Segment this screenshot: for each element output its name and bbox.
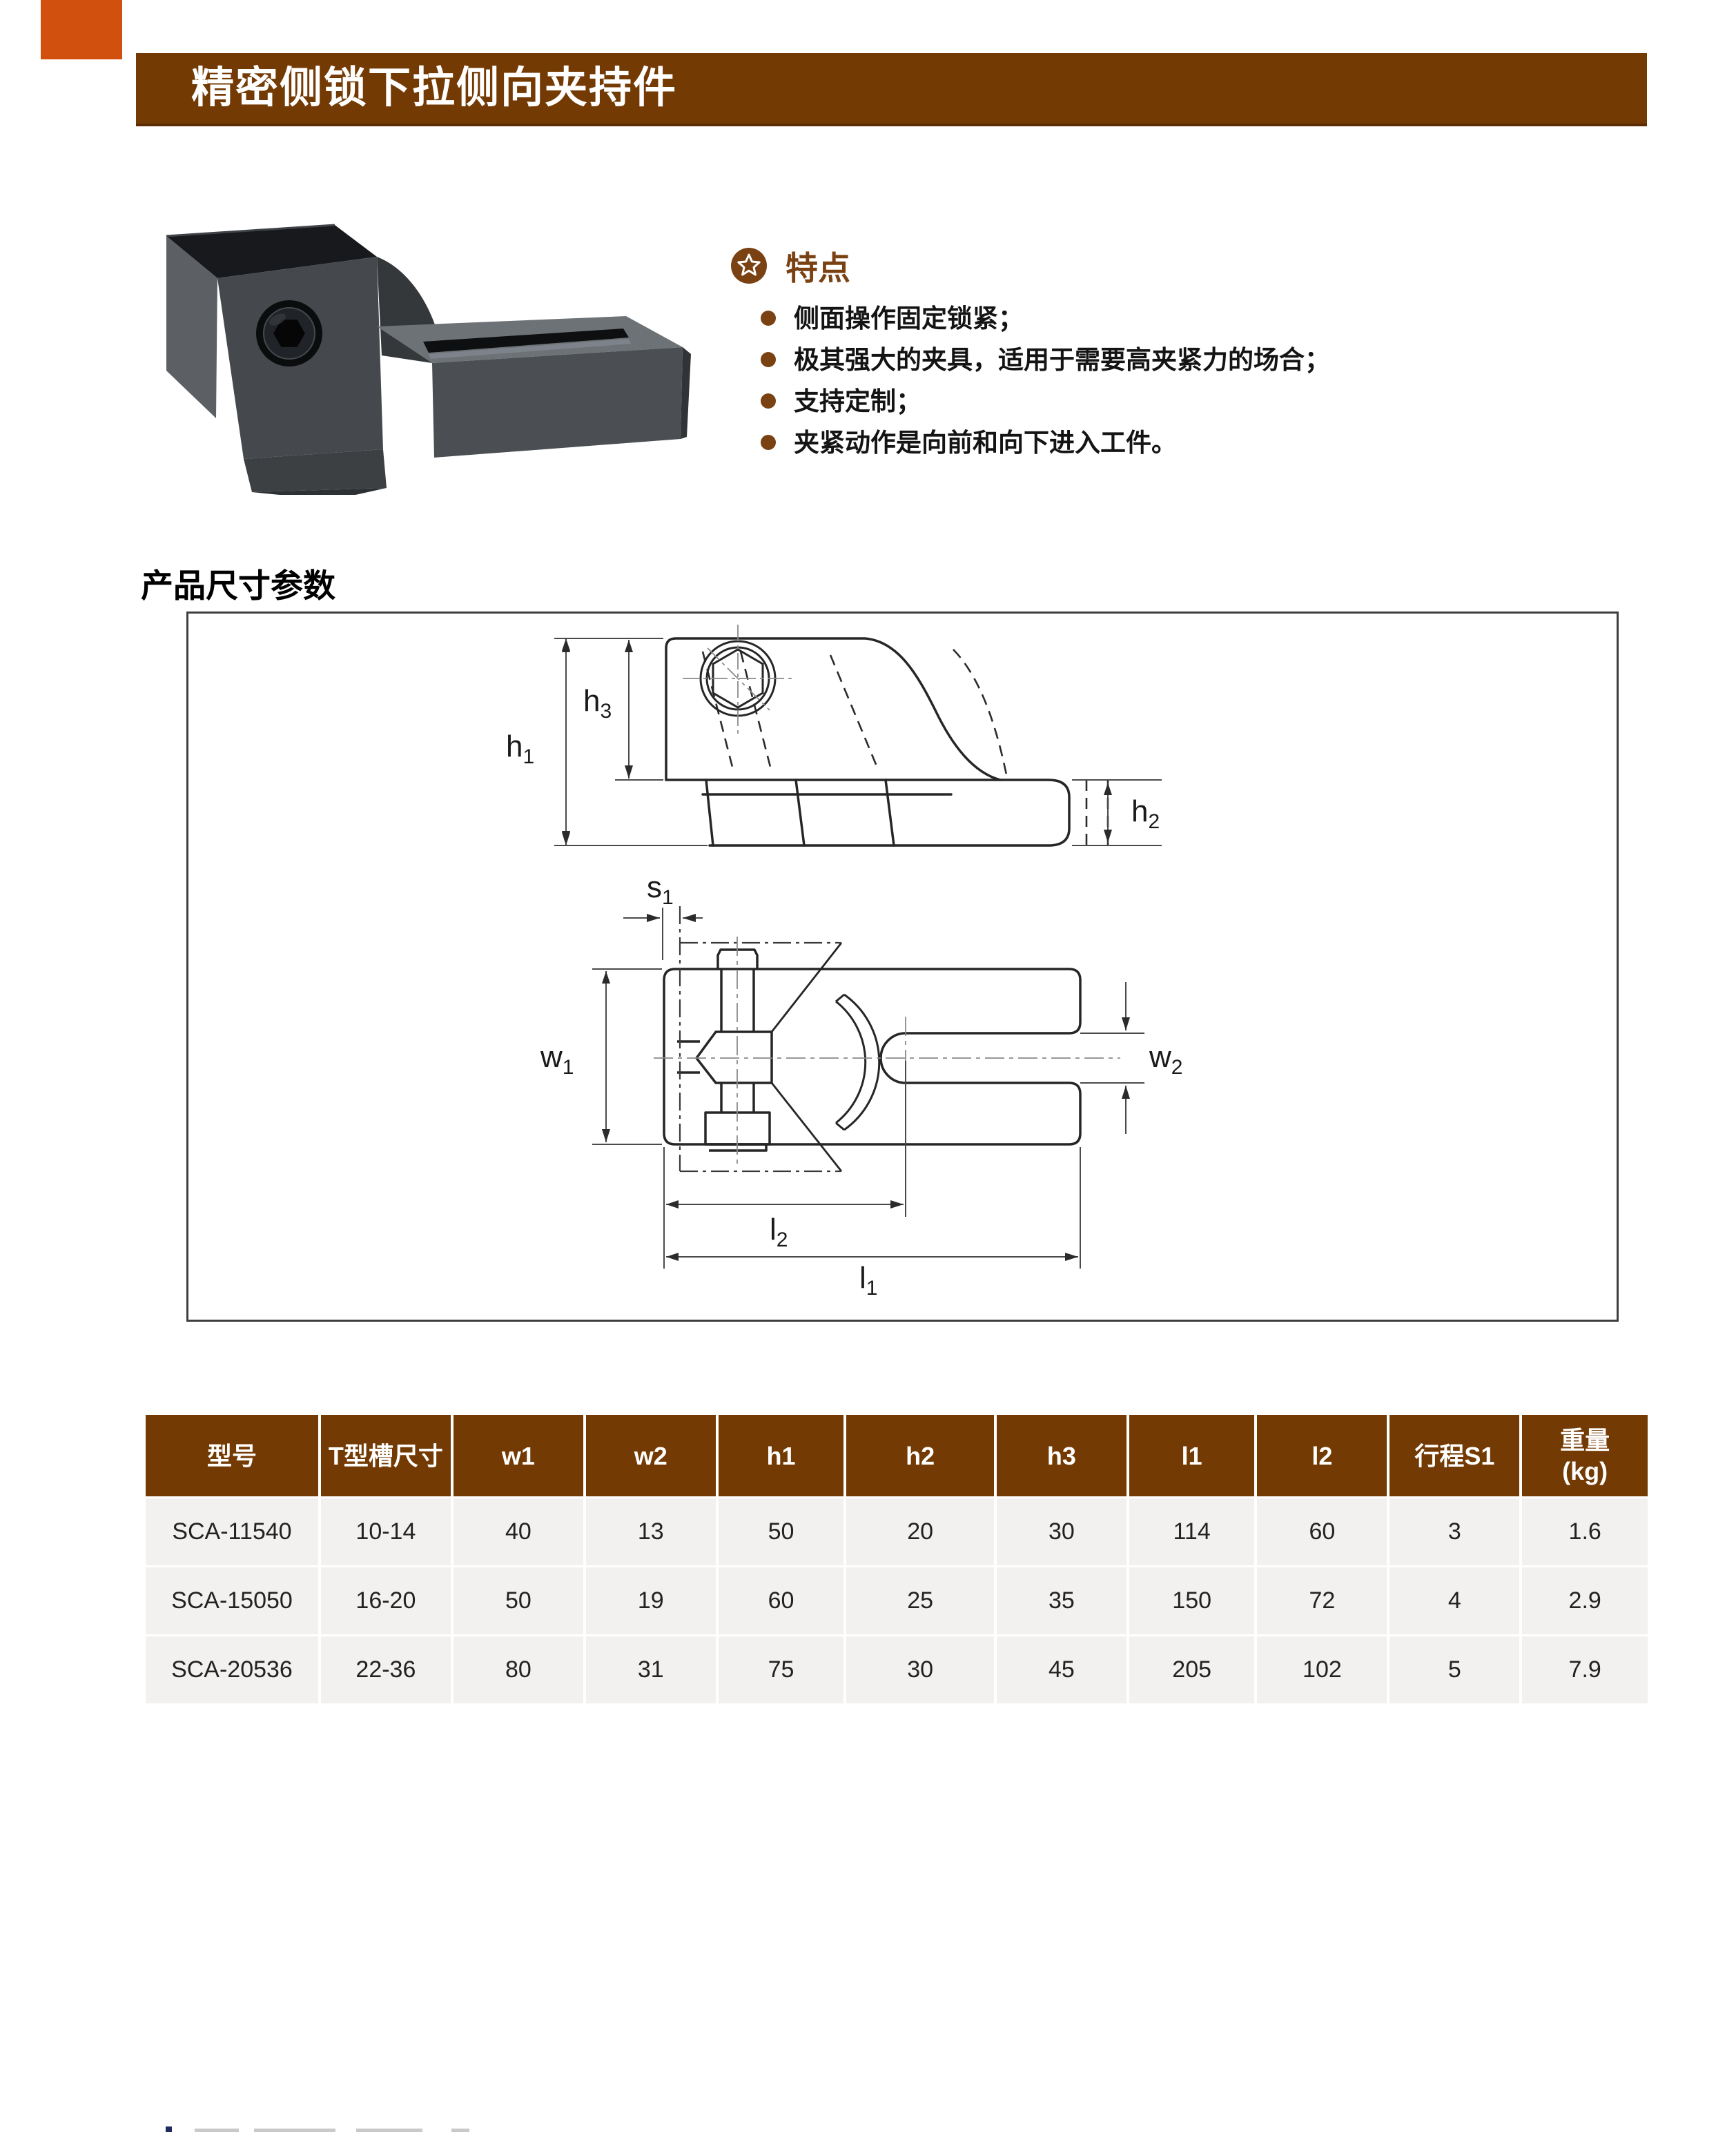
feature-item: 支持定制；	[761, 386, 1697, 418]
dim-label-h3: h3	[583, 684, 612, 723]
cell: 75	[718, 1636, 844, 1703]
cell: 16-20	[320, 1567, 451, 1634]
cell: 60	[1257, 1498, 1387, 1565]
cell: 10-14	[320, 1498, 451, 1565]
table-row: SCA-11540 10-14 40 13 50 20 30 114 60 3 …	[146, 1498, 1648, 1565]
corner-accent-square	[41, 0, 122, 59]
col-header-w1: w1	[453, 1415, 583, 1496]
dimensions-heading: 产品尺寸参数	[141, 567, 335, 604]
col-header-l1: l1	[1129, 1415, 1255, 1496]
cell: 3	[1389, 1498, 1520, 1565]
cell: 50	[453, 1567, 583, 1634]
page-title: 精密侧锁下拉侧向夹持件	[191, 64, 678, 112]
cell: 19	[585, 1567, 716, 1634]
bullet-icon	[761, 311, 776, 326]
cell: 30	[996, 1498, 1127, 1565]
dim-label-s1: s1	[647, 870, 674, 909]
cell: 22-36	[320, 1636, 451, 1703]
cell: 4	[1389, 1567, 1520, 1634]
dim-label-w1: w1	[540, 1040, 574, 1079]
bullet-icon	[761, 352, 776, 367]
cell: 20	[846, 1498, 994, 1565]
col-header-tslot: T型槽尺寸	[320, 1415, 451, 1496]
col-header-h3: h3	[996, 1415, 1127, 1496]
footer-text-remnant	[254, 2129, 335, 2132]
cell: 205	[1129, 1636, 1255, 1703]
footer-mark	[166, 2126, 172, 2132]
col-header-weight: 重量 (kg)	[1522, 1415, 1648, 1496]
dimension-drawing-box: h1 h3 h2 s1 w1 w2 l2 l1	[186, 612, 1619, 1322]
feature-text: 侧面操作固定锁紧；	[794, 304, 1024, 333]
spec-table: 型号 T型槽尺寸 w1 w2 h1 h2 h3 l1 l2 行程S1 重量 (k…	[143, 1413, 1650, 1705]
col-header-model: 型号	[146, 1415, 318, 1496]
features-header: 特点	[730, 242, 1697, 289]
cell: 1.6	[1522, 1498, 1648, 1565]
spec-table-section: 型号 T型槽尺寸 w1 w2 h1 h2 h3 l1 l2 行程S1 重量 (k…	[143, 1413, 1650, 1705]
col-header-h2: h2	[846, 1415, 994, 1496]
cell: 5	[1389, 1636, 1520, 1703]
cell: 7.9	[1522, 1636, 1648, 1703]
bullet-icon	[761, 435, 776, 450]
dim-label-h2: h2	[1131, 794, 1160, 833]
cell-model: SCA-20536	[146, 1636, 318, 1703]
cell: 25	[846, 1567, 994, 1634]
cell: 2.9	[1522, 1567, 1648, 1634]
cell-model: SCA-15050	[146, 1567, 318, 1634]
table-header-row: 型号 T型槽尺寸 w1 w2 h1 h2 h3 l1 l2 行程S1 重量 (k…	[146, 1415, 1648, 1496]
dim-label-w2: w2	[1149, 1040, 1183, 1079]
footer-text-remnant	[195, 2129, 239, 2132]
cell: 114	[1129, 1498, 1255, 1565]
dim-label-l2: l2	[770, 1213, 788, 1251]
features-heading: 特点	[786, 250, 850, 286]
star-circle-icon	[731, 247, 767, 284]
cell: 150	[1129, 1567, 1255, 1634]
dim-label-h1: h1	[506, 730, 535, 768]
footer-text-remnant	[451, 2129, 469, 2132]
cell: 40	[453, 1498, 583, 1565]
col-header-w2: w2	[585, 1415, 716, 1496]
feature-item: 侧面操作固定锁紧；	[761, 303, 1697, 335]
cell: 45	[996, 1636, 1127, 1703]
feature-list: 侧面操作固定锁紧； 极其强大的夹具，适用于需要高夹紧力的场合； 支持定制； 夹紧…	[730, 303, 1697, 459]
cell-model: SCA-11540	[146, 1498, 318, 1565]
feature-text: 夹紧动作是向前和向下进入工件。	[794, 429, 1177, 457]
features-section: 特点 侧面操作固定锁紧； 极其强大的夹具，适用于需要高夹紧力的场合； 支持定制；…	[730, 242, 1697, 469]
cell: 13	[585, 1498, 716, 1565]
feature-item: 夹紧动作是向前和向下进入工件。	[761, 427, 1697, 459]
title-bar: 精密侧锁下拉侧向夹持件	[136, 53, 1647, 126]
cell: 80	[453, 1636, 583, 1703]
col-header-stroke: 行程S1	[1389, 1415, 1520, 1496]
col-header-h1: h1	[718, 1415, 844, 1496]
cell: 102	[1257, 1636, 1387, 1703]
bullet-icon	[761, 393, 776, 409]
cell: 30	[846, 1636, 994, 1703]
col-header-l2: l2	[1257, 1415, 1387, 1496]
technical-drawing	[554, 625, 1162, 1269]
product-image	[148, 195, 694, 496]
cell: 60	[718, 1567, 844, 1634]
table-row: SCA-15050 16-20 50 19 60 25 35 150 72 4 …	[146, 1567, 1648, 1634]
table-row: SCA-20536 22-36 80 31 75 30 45 205 102 5…	[146, 1636, 1648, 1703]
cell: 31	[585, 1636, 716, 1703]
cell: 35	[996, 1567, 1127, 1634]
dim-label-l1: l1	[859, 1261, 878, 1300]
cell: 50	[718, 1498, 844, 1565]
clamp-render-graphic	[166, 224, 691, 495]
feature-item: 极其强大的夹具，适用于需要高夹紧力的场合；	[761, 344, 1697, 376]
feature-text: 支持定制；	[794, 387, 921, 415]
feature-text: 极其强大的夹具，适用于需要高夹紧力的场合；	[794, 346, 1330, 374]
footer-text-remnant	[356, 2129, 422, 2132]
cell: 72	[1257, 1567, 1387, 1634]
